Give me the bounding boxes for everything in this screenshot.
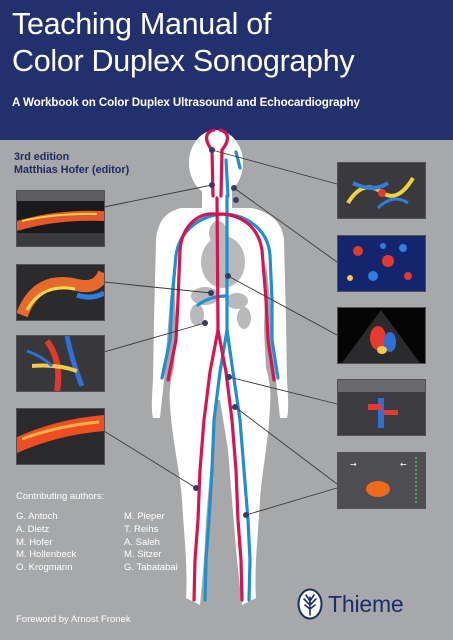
svg-text:→: →	[350, 460, 357, 469]
title-band	[0, 0, 453, 140]
callout-lines	[103, 149, 338, 516]
contributor-name: T. Reihs	[124, 523, 159, 535]
liver-vessels-doppler-image	[337, 235, 426, 292]
cerebral-arteries-doppler-image	[337, 162, 426, 219]
contributor-name: M. Hollenbeck	[16, 549, 77, 561]
editor-label: Matthias Hofer (editor)	[14, 164, 130, 176]
svg-text:←: ←	[400, 460, 407, 469]
foreword-credit: Foreword by Arnost Fronek	[16, 614, 131, 625]
contributor-name: M. Sitzer	[124, 549, 162, 561]
contributor-name: M. Pieper	[124, 511, 165, 522]
book-title: Teaching Manual of Color Duplex Sonograp…	[12, 6, 452, 80]
renal-vessels-doppler-image	[337, 379, 426, 436]
title-line-2: Color Duplex Sonography	[12, 44, 355, 78]
contributor-name: G. Tabatabai	[124, 562, 178, 574]
edition-label: 3rd edition	[14, 151, 70, 163]
contributor-name: O. Krogmann	[16, 562, 73, 574]
carotid-artery-doppler-image	[16, 190, 105, 247]
abdominal-vessels-doppler-image	[16, 335, 105, 392]
contributors-column-1: G. Antoch A. Dietz M. Hofer M. Hollenbec…	[16, 511, 126, 575]
human-body-silhouette	[151, 130, 289, 605]
contributors-column-2: M. Pieper T. Reihs A. Saleh M. Sitzer G.…	[124, 511, 234, 575]
leg-vessels-doppler-image: → ←	[337, 452, 426, 509]
publisher-logo: Thieme	[297, 588, 404, 620]
title-line-1: Teaching Manual of	[12, 7, 272, 41]
tree-of-life-icon	[297, 588, 323, 620]
contributor-name: A. Saleh	[124, 536, 160, 548]
echocardiography-doppler-image	[337, 307, 426, 364]
contributor-name: A. Dietz	[16, 523, 50, 535]
contributor-name: G. Antoch	[16, 511, 58, 522]
curved-vessel-doppler-image	[16, 264, 105, 321]
femoral-artery-doppler-image	[16, 408, 105, 465]
publisher-name: Thieme	[328, 590, 404, 617]
contributor-name: M. Hofer	[16, 536, 53, 548]
contributors-heading: Contributing authors:	[16, 491, 105, 502]
book-subtitle: A Workbook on Color Duplex Ultrasound an…	[12, 96, 360, 109]
